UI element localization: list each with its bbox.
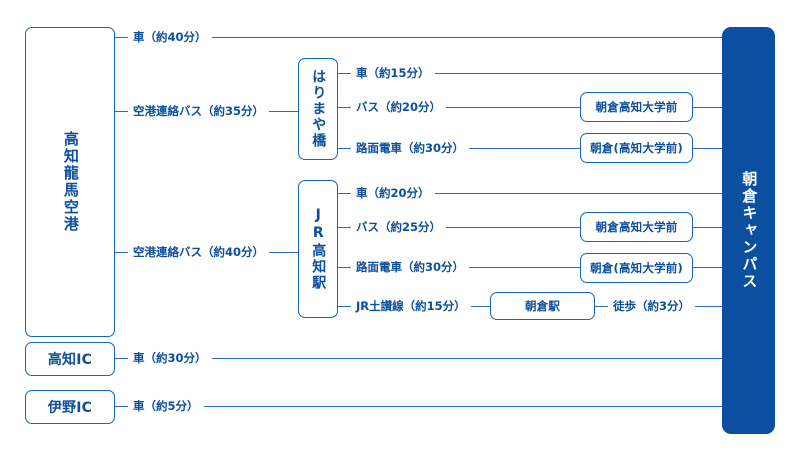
connector-kochi-ic-car xyxy=(115,358,722,359)
connector-jr-bus-tail xyxy=(693,227,722,228)
connector-ino-ic-car xyxy=(115,406,722,407)
edge-label-airport-bus-harimaya: 空港連絡バス（約35分） xyxy=(128,103,270,119)
edge-label-harimaya-bus: バス（約20分） xyxy=(351,99,447,115)
edge-label-harimaya-car: 車（約15分） xyxy=(351,65,435,81)
node-label-kochi-ic: 高知IC xyxy=(47,352,93,368)
edge-label-asakura-walk: 徒歩（約3分） xyxy=(608,298,696,314)
node-label-asakura-campus: 朝倉キャンパス xyxy=(740,171,759,290)
node-label-ino-ic: 伊野IC xyxy=(47,400,93,416)
node-asakura-campus[interactable]: 朝倉キャンパス xyxy=(722,27,775,434)
edge-label-airport-bus-jr: 空港連絡バス（約40分） xyxy=(128,244,270,260)
edge-label-jr-tram: 路面電車（約30分） xyxy=(351,259,470,275)
edge-label-jr-car: 車（約20分） xyxy=(351,185,435,201)
node-stop-asakura-kochi-univ-mae-tram-jr[interactable]: 朝倉(高知大学前) xyxy=(580,253,693,283)
node-label-jr-kochi-station: JR高知駅 xyxy=(310,207,327,291)
node-label-asakura-station: 朝倉駅 xyxy=(524,299,561,313)
node-kochi-ryoma-airport[interactable]: 高知龍馬空港 xyxy=(25,27,115,337)
connector-jr-tram-tail xyxy=(693,267,722,268)
node-stop-asakura-kochi-univ-mae-tram-harimaya[interactable]: 朝倉(高知大学前) xyxy=(580,133,693,163)
edge-label-airport-car: 車（約40分） xyxy=(128,29,212,45)
connector-harimaya-bus xyxy=(338,107,580,108)
node-jr-kochi-station[interactable]: JR高知駅 xyxy=(298,180,338,318)
node-stop-asakura-kochi-univ-mae-bus-jr[interactable]: 朝倉高知大学前 xyxy=(580,212,693,242)
node-asakura-station[interactable]: 朝倉駅 xyxy=(490,292,595,320)
node-label-stop-bus-jr: 朝倉高知大学前 xyxy=(595,220,678,234)
node-stop-asakura-kochi-univ-mae-bus-harimaya[interactable]: 朝倉高知大学前 xyxy=(580,92,693,122)
edge-label-ino-ic-car: 車（約5分） xyxy=(128,398,204,414)
connector-jr-bus xyxy=(338,227,580,228)
connector-harimaya-bus-tail xyxy=(693,107,722,108)
edge-label-kochi-ic-car: 車（約30分） xyxy=(128,350,212,366)
connector-airport-car xyxy=(115,37,722,38)
connector-harimaya-car xyxy=(338,73,722,74)
node-label-stop-tram-harimaya: 朝倉(高知大学前) xyxy=(590,141,683,155)
edge-label-jr-bus: バス（約25分） xyxy=(351,219,447,235)
node-ino-ic[interactable]: 伊野IC xyxy=(25,390,115,424)
connector-harimaya-tram-tail xyxy=(693,148,722,149)
node-label-stop-tram-jr: 朝倉(高知大学前) xyxy=(590,261,683,275)
node-label-harimayabashi: はりまや橋 xyxy=(310,69,327,149)
node-kochi-ic[interactable]: 高知IC xyxy=(25,342,115,376)
edge-label-harimaya-tram: 路面電車（約30分） xyxy=(351,140,470,156)
edge-label-jr-dosan: JR土讃線（約15分） xyxy=(351,298,471,314)
node-label-stop-bus-harimaya: 朝倉高知大学前 xyxy=(595,100,678,114)
connector-jr-car xyxy=(338,193,722,194)
node-harimayabashi[interactable]: はりまや橋 xyxy=(298,58,338,160)
node-label-airport: 高知龍馬空港 xyxy=(61,131,80,233)
